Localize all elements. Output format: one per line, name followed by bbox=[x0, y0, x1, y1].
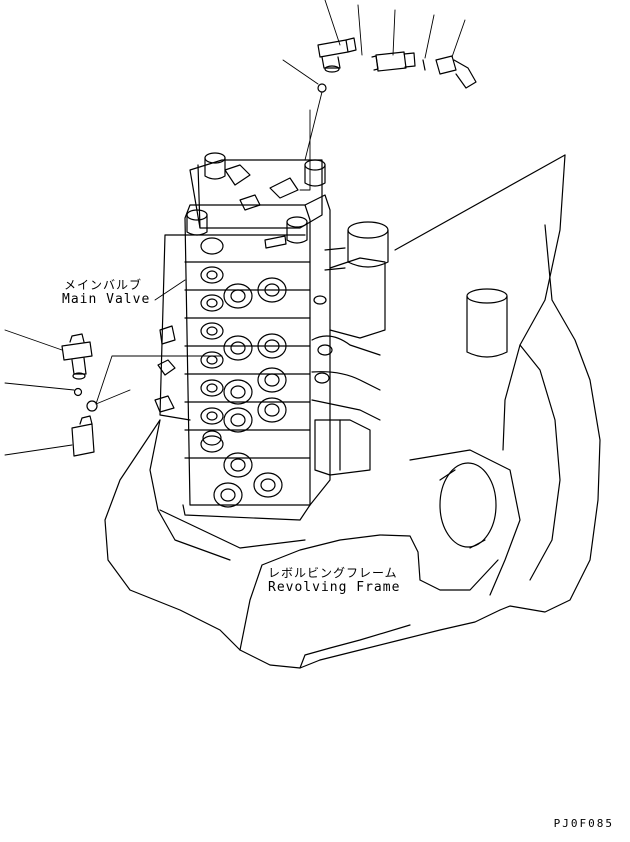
top-tee-fitting bbox=[317, 37, 357, 73]
left-plug bbox=[86, 400, 98, 412]
revolving-frame-label-en: Revolving Frame bbox=[268, 580, 401, 595]
revolving-frame bbox=[104, 154, 601, 669]
top-spacer bbox=[422, 59, 426, 71]
spool-caps bbox=[200, 237, 287, 508]
main-valve-label-en: Main Valve bbox=[62, 292, 151, 307]
top-o-ring bbox=[317, 83, 327, 93]
revolving-frame-label-jp: レボルビングフレーム bbox=[268, 564, 398, 581]
left-tee-fitting bbox=[61, 333, 93, 380]
main-valve-label-jp: メインバルブ bbox=[64, 276, 143, 293]
main-valve-body bbox=[159, 159, 331, 521]
top-straight-fitting bbox=[371, 51, 416, 72]
drawing-code: PJ0F085 bbox=[553, 817, 614, 830]
left-o-ring bbox=[73, 387, 83, 397]
left-side-fittings bbox=[154, 325, 176, 413]
leader-lines bbox=[4, 0, 466, 456]
right-side-fittings bbox=[311, 221, 389, 476]
left-connector-block bbox=[71, 415, 95, 457]
frame-boss bbox=[466, 288, 508, 358]
top-bolts bbox=[186, 152, 326, 244]
top-elbow-fitting bbox=[435, 55, 477, 89]
